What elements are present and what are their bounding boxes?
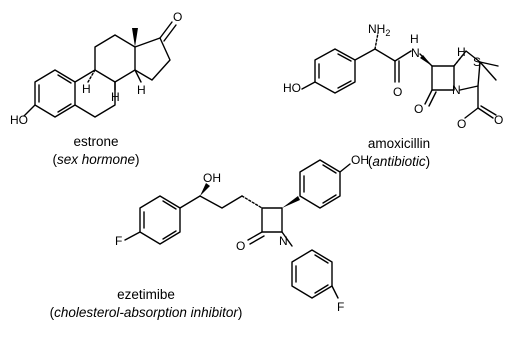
ezetimibe-ring-hydroxyl: OH [351, 153, 369, 167]
ezetimibe-side-hydroxyl: OH [203, 171, 221, 185]
ezetimibe-fluoro-left: F [115, 234, 122, 248]
amoxicillin-structure [301, 32, 499, 119]
amoxicillin-sulfur: S [473, 55, 481, 69]
ezetimibe-n: N [279, 234, 288, 248]
amoxicillin-name: amoxicillin [368, 136, 430, 151]
estrone-h-8: H [111, 90, 120, 104]
amoxicillin-hydroxyl: HO [283, 81, 301, 95]
amoxicillin-nh2: NH2 [368, 22, 390, 38]
amoxicillin-lactam-o: O [414, 102, 423, 116]
estrone-structure [23, 21, 177, 118]
amoxicillin-ring-n: N [452, 83, 461, 97]
ezetimibe-role: (cholesterol-absorption inhibitor) [50, 305, 243, 320]
amoxicillin-carboxy-o2: O [494, 113, 503, 127]
ezetimibe-structure [124, 159, 351, 299]
estrone-h-14: H [137, 83, 146, 97]
amoxicillin-h-ring: H [457, 45, 466, 59]
estrone-role: (sex hormone) [52, 152, 139, 167]
ezetimibe-fluoro-bottom: F [337, 300, 344, 314]
amoxicillin-nh-h: H [410, 32, 419, 46]
amoxicillin-amide-o: O [393, 85, 402, 99]
ezetimibe-o: O [236, 239, 245, 253]
estrone-hydroxyl: HO [10, 113, 28, 127]
ezetimibe-name: ezetimibe [117, 287, 175, 302]
estrone-ketone-o: O [173, 10, 182, 24]
estrone-name: estrone [73, 134, 118, 149]
estrone-h-9: H [82, 82, 91, 96]
amoxicillin-carboxy-o1: O [457, 117, 466, 131]
amoxicillin-nh-n: N [411, 46, 420, 60]
amoxicillin-role: (antibiotic) [368, 154, 430, 169]
